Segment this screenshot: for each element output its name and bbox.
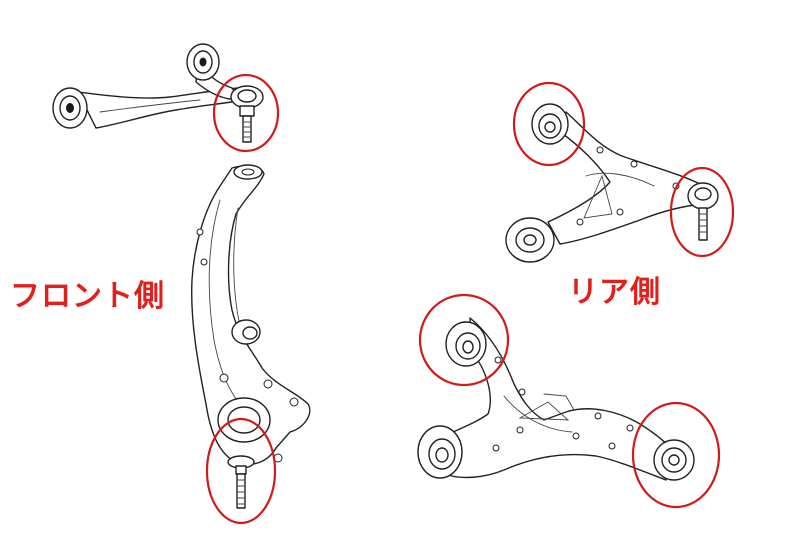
highlight-ring-rear-lower-bushing-right bbox=[631, 401, 721, 509]
label-front-side: フロント側 bbox=[10, 279, 165, 314]
rear-upper-arm bbox=[505, 103, 719, 263]
highlight-ring-rear-upper-bushing bbox=[512, 81, 586, 167]
front-upper-arm bbox=[52, 43, 264, 143]
highlight-ring-rear-upper-ball-joint bbox=[669, 166, 735, 258]
front-knuckle bbox=[191, 164, 311, 509]
label-rear-side: リア側 bbox=[568, 275, 661, 310]
highlight-rings bbox=[205, 73, 735, 525]
highlight-ring-front-upper-ball-joint bbox=[212, 73, 280, 153]
highlight-ring-rear-lower-bushing-top bbox=[418, 293, 510, 387]
rear-lower-arm bbox=[417, 317, 695, 481]
highlight-ring-front-lower-ball-joint bbox=[205, 417, 277, 525]
